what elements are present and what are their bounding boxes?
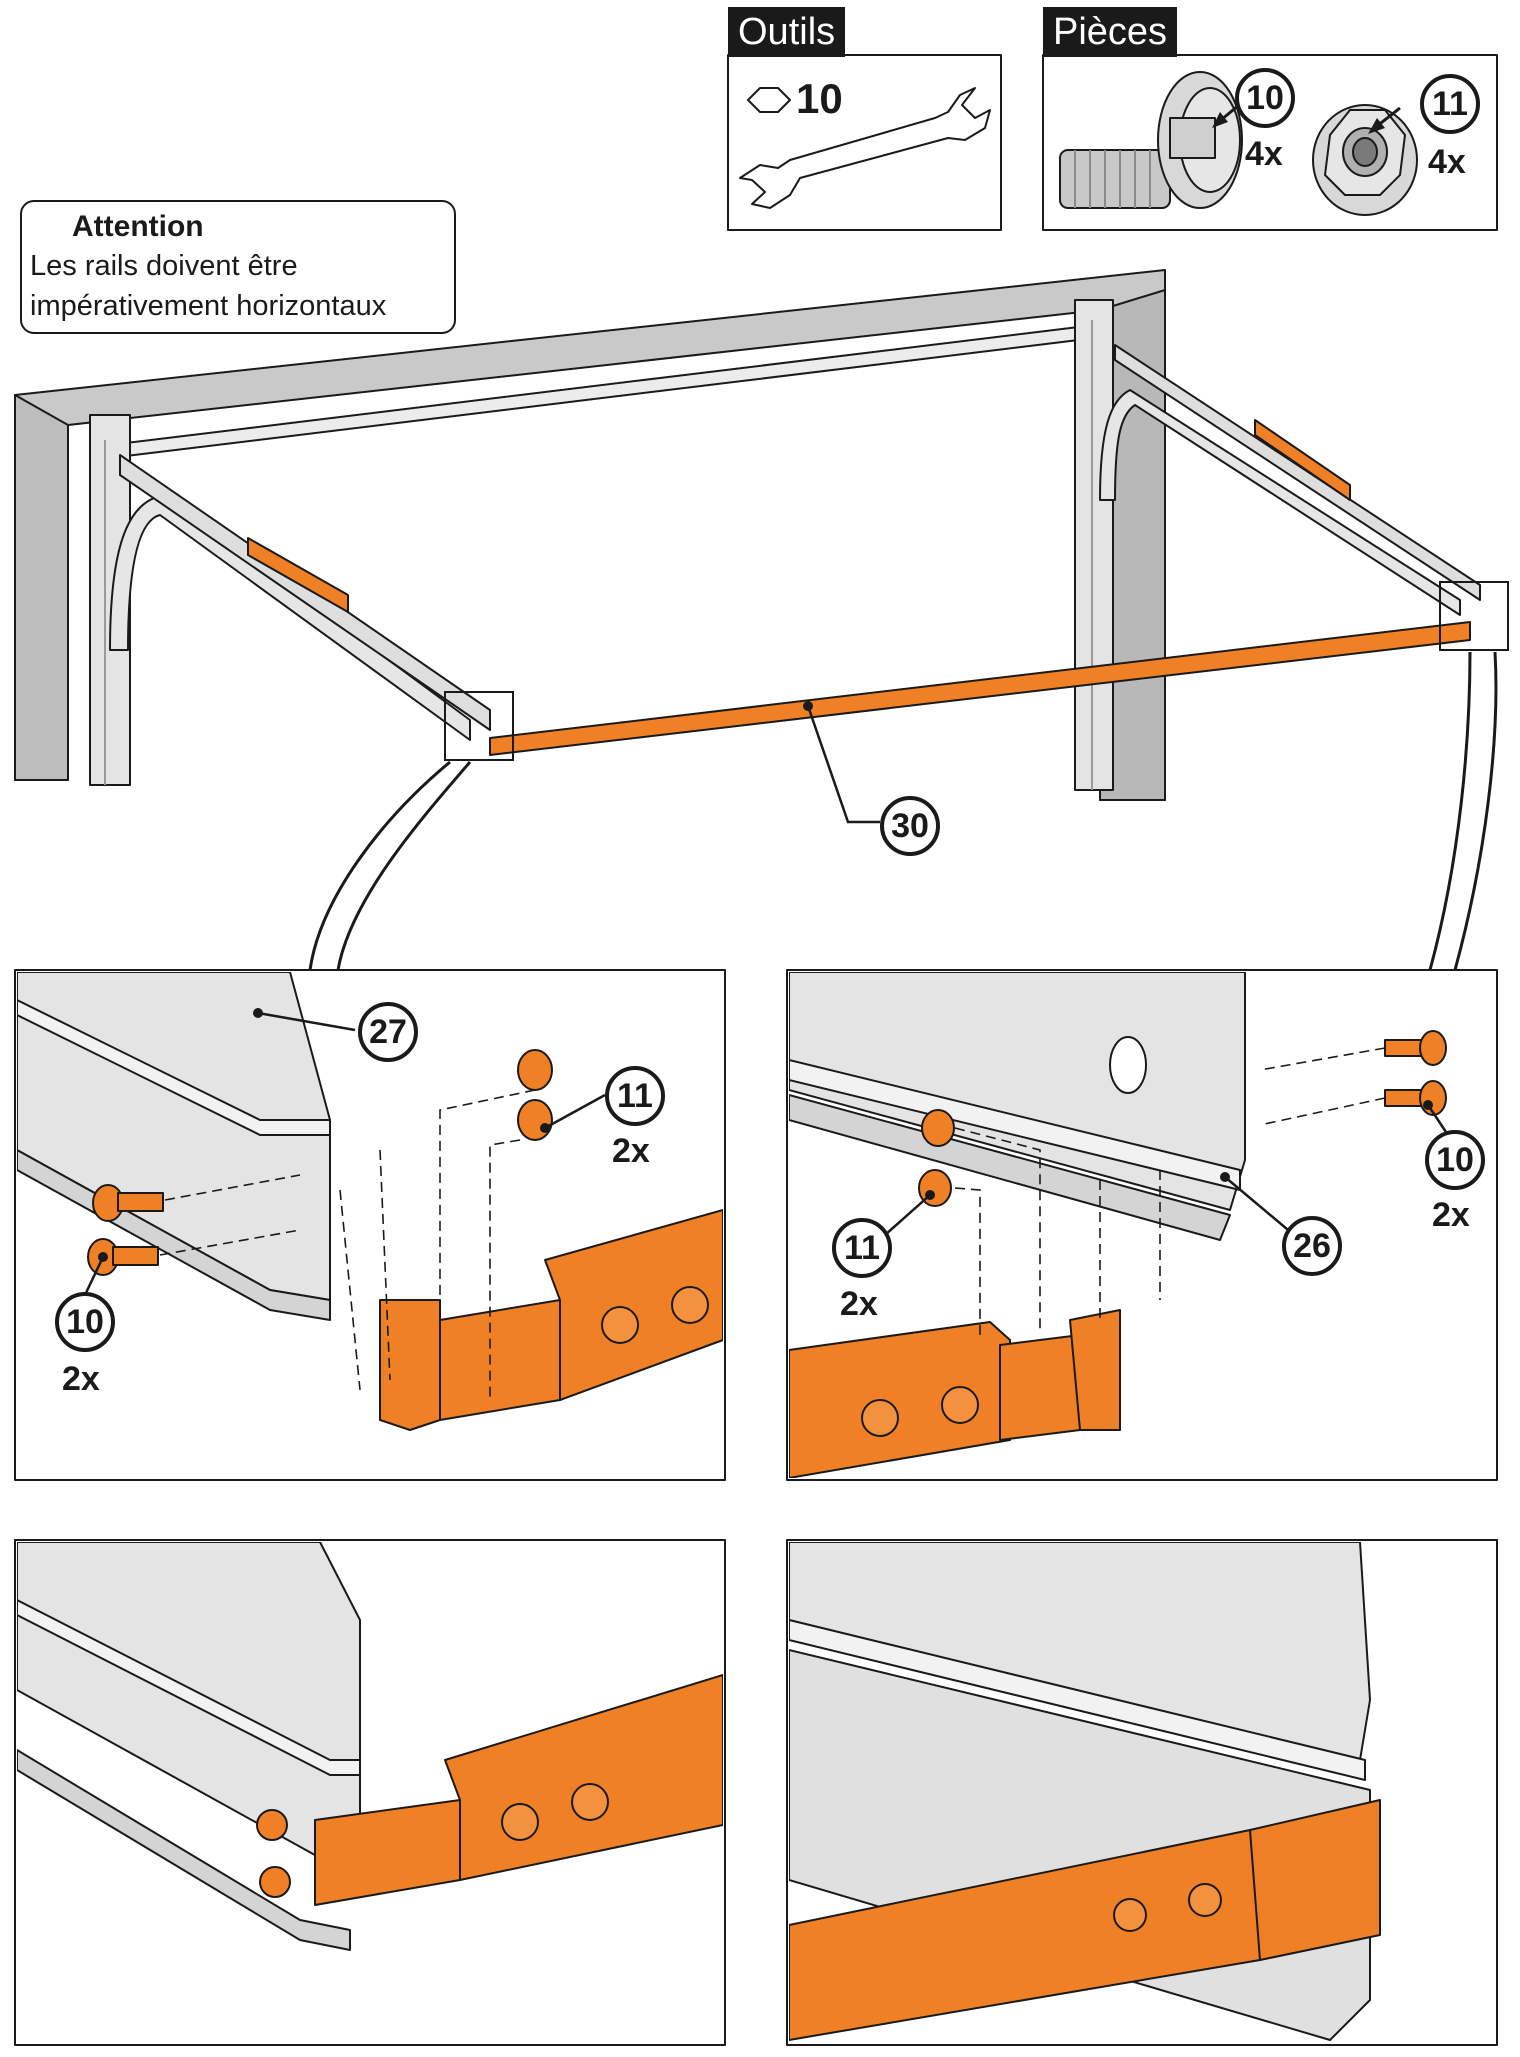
parts-box: [1042, 54, 1498, 231]
left-bolt-ref: 10: [55, 1292, 115, 1352]
warning-title: Attention: [72, 210, 204, 243]
right-nut-qty: 2x: [840, 1285, 878, 1323]
left-nut-qty: 2x: [612, 1132, 650, 1170]
detail-left-assembled: [14, 1539, 726, 2046]
part-10-qty: 4x: [1245, 135, 1283, 173]
left-rail-ref: 27: [358, 1002, 418, 1062]
parts-title: Pièces: [1043, 7, 1178, 57]
right-bolt-qty: 2x: [1432, 1196, 1470, 1234]
part-11-ref: 11: [1420, 74, 1480, 134]
part-11-qty: 4x: [1428, 143, 1466, 181]
left-bolt-qty: 2x: [62, 1360, 100, 1398]
detail-right-assembled: [786, 1539, 1498, 2046]
right-rail-ref: 26: [1282, 1216, 1342, 1276]
detail-left-exploded: [14, 969, 726, 1481]
crossbar-30: [489, 621, 1471, 756]
warning-line-1: Les rails doivent être: [30, 250, 298, 282]
hex-nut-icon: [747, 87, 791, 113]
right-bolt-ref: 10: [1425, 1130, 1485, 1190]
part-10-ref: 10: [1235, 68, 1295, 128]
detail-right-exploded: [786, 969, 1498, 1481]
wrench-size: 10: [796, 75, 843, 122]
crossbar-ref: 30: [880, 796, 940, 856]
tools-box: [727, 54, 1002, 231]
warning-box: Attention Les rails doivent être impérat…: [20, 200, 456, 334]
bolt-icon: [1059, 71, 1243, 209]
wrench-icon: [739, 87, 991, 209]
left-nut-ref: 11: [605, 1066, 665, 1126]
flange-nut-icon: [1312, 104, 1418, 216]
tools-title: Outils: [728, 7, 846, 57]
right-nut-ref: 11: [832, 1218, 892, 1278]
warning-line-2: impérativement horizontaux: [30, 290, 387, 322]
garage-overview: [14, 269, 1509, 971]
